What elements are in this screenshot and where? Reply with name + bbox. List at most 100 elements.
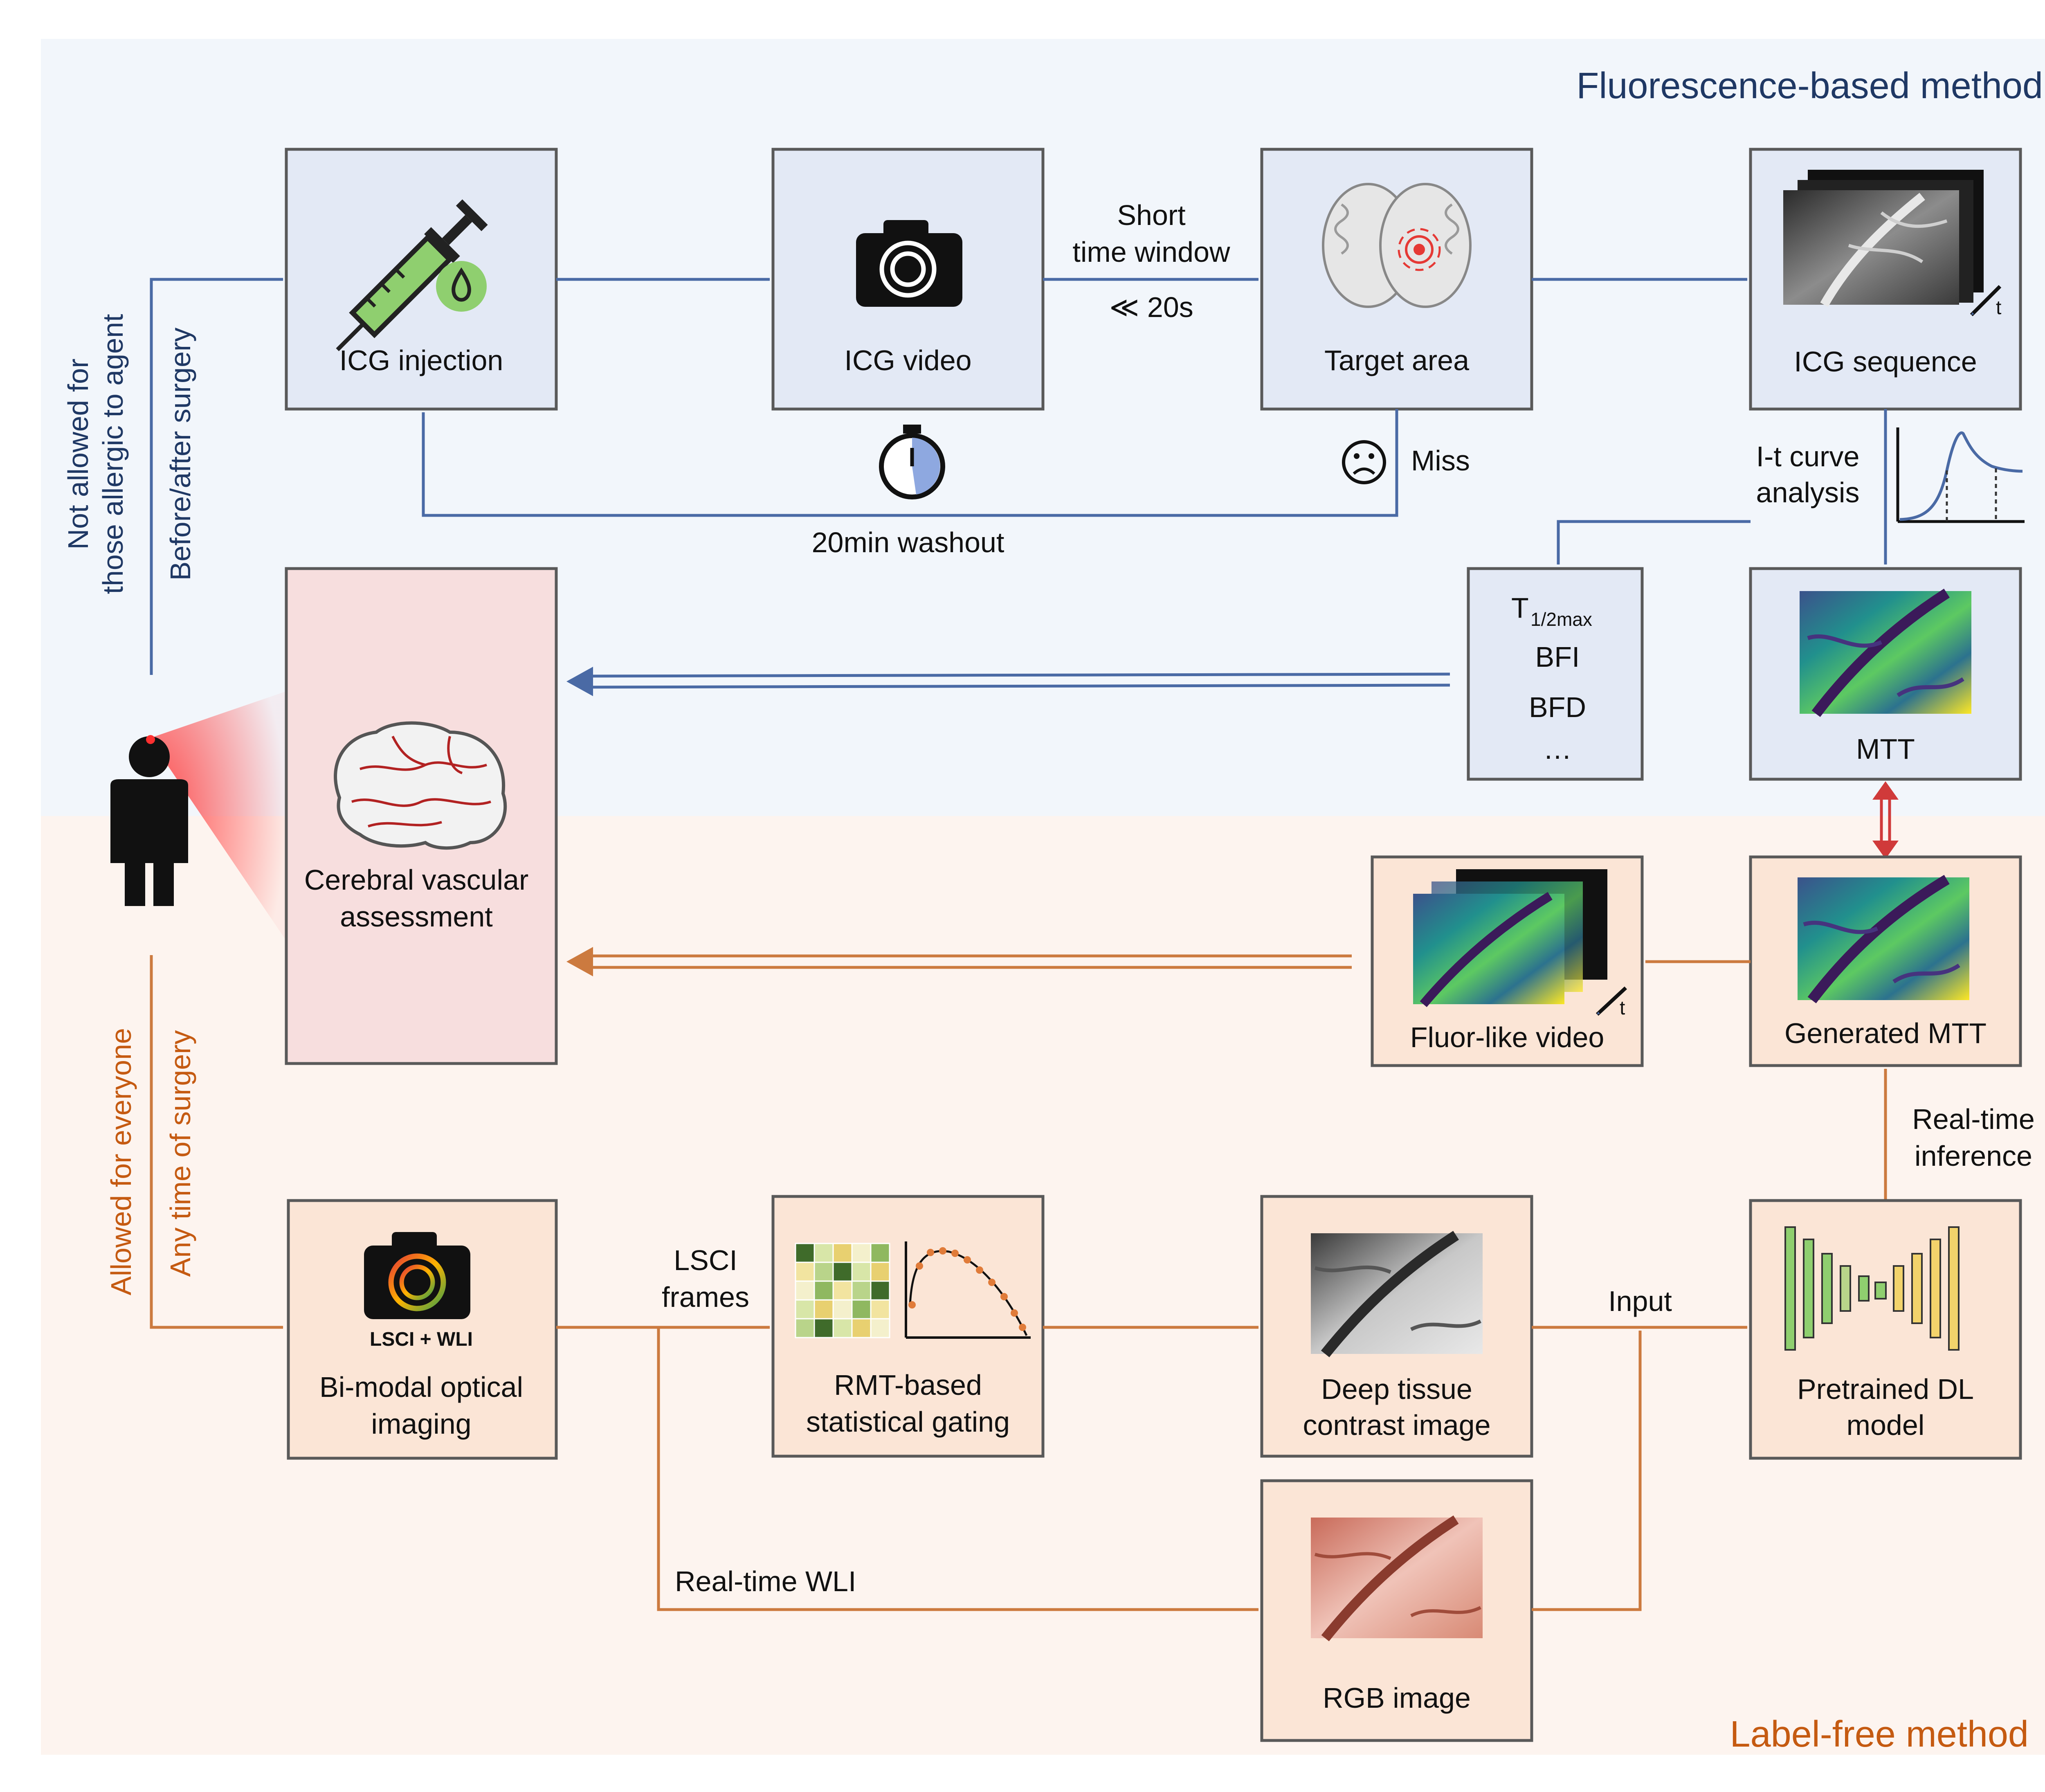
short-window-value: ≪ 20s <box>1109 291 1193 323</box>
rmt-matrix <box>795 1243 890 1338</box>
target-area-box: Target area <box>1260 148 1533 411</box>
deep-tissue-line1: Deep tissue <box>1321 1373 1472 1405</box>
realtime-wli-label: Real-time WLI <box>675 1565 856 1597</box>
cerebral-assessment-line2: assessment <box>340 901 492 933</box>
arrow-rgb-to-input <box>1532 1330 1642 1611</box>
matrix-cell <box>795 1318 815 1338</box>
rmt-curve <box>905 1241 1031 1339</box>
matrix-cell <box>832 1261 853 1282</box>
it-curve-line1: I-t curve <box>1756 441 1860 472</box>
arrow-blue-path-to-injection <box>150 278 283 675</box>
vascular-brain-icon <box>334 721 507 850</box>
generated-mtt-label: Generated MTT <box>1784 1017 1987 1049</box>
icg-sequence-t-axis: t <box>1996 297 2001 319</box>
matrix-cell <box>795 1280 815 1301</box>
matrix-cell <box>832 1280 853 1301</box>
params-t-sub: 1/2max <box>1530 609 1592 630</box>
generated-mtt-box: Generated MTT <box>1749 855 2022 1067</box>
params-t: T <box>1511 592 1529 624</box>
blue-condition-line2: those allergic to agent <box>97 314 129 594</box>
rmt-line2: statistical gating <box>806 1406 1010 1438</box>
curve-dot <box>964 1256 971 1264</box>
matrix-cell <box>814 1243 834 1263</box>
icg-sequence-label: ICG sequence <box>1794 346 1977 378</box>
params-bfi: BFI <box>1535 641 1580 673</box>
curve-dot <box>927 1249 934 1256</box>
bimodal-line1: Bi-modal optical <box>319 1371 523 1403</box>
icg-sequence-box: t ICG sequence <box>1749 148 2022 411</box>
icg-video-label: ICG video <box>844 344 971 376</box>
it-curve-plot <box>1896 427 2025 523</box>
matrix-cell <box>870 1318 890 1338</box>
model-layer <box>1821 1253 1833 1324</box>
person-icon <box>110 735 188 906</box>
curve-dot <box>916 1262 923 1270</box>
arrow-orange-path-to-bimodal <box>150 955 283 1329</box>
mtt-label: MTT <box>1856 733 1915 765</box>
blue-condition-line1: Not allowed for <box>62 359 94 550</box>
bimodal-camera-caption: LSCI + WLI <box>370 1329 473 1350</box>
curve-dot <box>988 1279 996 1286</box>
curve-dot <box>939 1247 946 1255</box>
matrix-cell <box>851 1243 872 1263</box>
matrix-cell <box>814 1318 834 1338</box>
matrix-cell <box>814 1280 834 1301</box>
arrow-bimodal-to-rgb <box>657 1327 1259 1611</box>
double-arrow-params-to-assessment <box>566 667 1450 696</box>
realtime-inference-line2: inference <box>1915 1140 2032 1172</box>
matrix-cell <box>795 1243 815 1263</box>
stopwatch-icon <box>879 425 945 499</box>
icg-video-box: ICG video <box>771 148 1045 411</box>
lsci-frames-line1: LSCI <box>674 1244 737 1276</box>
matrix-cell <box>832 1243 853 1263</box>
orange-condition-line1: Allowed for everyone <box>105 1028 137 1295</box>
icg-injection-box: ICG injection <box>285 148 558 411</box>
bimodal-box: LSCI + WLI Bi-modal optical imaging <box>287 1199 558 1460</box>
input-label: Input <box>1608 1285 1672 1317</box>
matrix-cell <box>870 1280 890 1301</box>
cerebral-assessment-line1: Cerebral vascular <box>304 864 529 896</box>
rmt-line1: RMT-based <box>834 1369 982 1401</box>
matrix-cell <box>851 1261 872 1282</box>
rgb-image-label: RGB image <box>1323 1682 1471 1714</box>
rgb-image-box: RGB image <box>1260 1479 1533 1742</box>
bimodal-line2: imaging <box>371 1408 471 1440</box>
curve-dot <box>951 1250 959 1257</box>
curve-dot <box>1019 1324 1026 1331</box>
matrix-cell <box>870 1299 890 1320</box>
model-layer <box>1893 1265 1904 1312</box>
matrix-cell <box>870 1243 890 1263</box>
pretrained-line2: model <box>1847 1409 1925 1441</box>
short-window-line2: time window <box>1072 236 1230 268</box>
params-box: T 1/2max BFI BFD … <box>1467 567 1644 781</box>
matrix-cell <box>795 1299 815 1320</box>
icg-injection-label: ICG injection <box>339 344 503 376</box>
miss-label: Miss <box>1411 445 1470 477</box>
rmt-box: RMT-based statistical gating <box>771 1195 1045 1458</box>
bimodal-camera-icon <box>364 1232 470 1319</box>
sad-face-icon <box>1342 440 1386 484</box>
matrix-cell <box>795 1261 815 1282</box>
matrix-cell <box>832 1318 853 1338</box>
dl-model-icon <box>1784 1226 1960 1351</box>
matrix-cell <box>814 1299 834 1320</box>
fluorescence-title: Fluorescence-based method <box>1576 65 2043 106</box>
pretrained-line1: Pretrained DL <box>1797 1373 1974 1405</box>
curve-dot <box>976 1266 983 1274</box>
realtime-inference-line1: Real-time <box>1912 1103 2035 1135</box>
curve-dot <box>908 1301 916 1309</box>
lsci-frames-line2: frames <box>662 1281 749 1313</box>
pretrained-model-box: Pretrained DL model <box>1749 1199 2022 1460</box>
double-arrow-fluor-to-assessment <box>566 947 1352 976</box>
mtt-box: MTT <box>1749 567 2022 781</box>
fluor-video-t-axis: t <box>1620 997 1625 1019</box>
params-bfd: BFD <box>1529 691 1586 723</box>
arrow-curve-to-params <box>1557 520 1751 565</box>
arrow-miss-washout-loop <box>422 409 1398 517</box>
matrix-cell <box>851 1299 872 1320</box>
model-layer <box>1930 1239 1941 1338</box>
matrix-cell <box>814 1261 834 1282</box>
model-layer <box>1858 1275 1870 1302</box>
curve-dot <box>1000 1293 1008 1300</box>
